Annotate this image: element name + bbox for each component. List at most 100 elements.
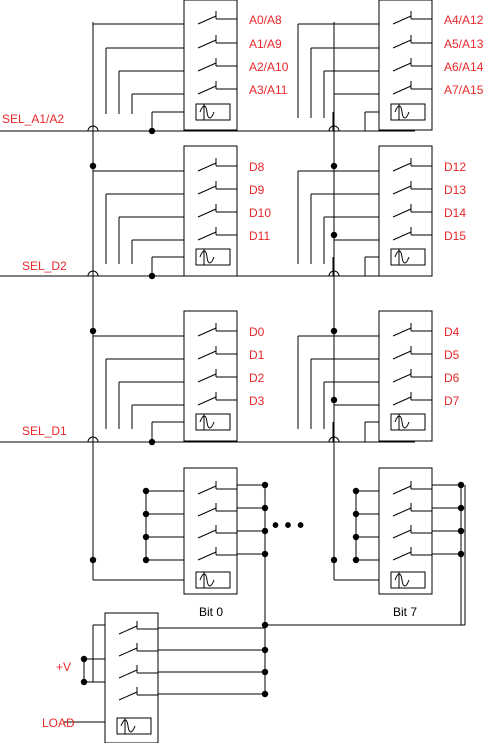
output-label: D9 <box>249 183 265 197</box>
wire-crossover <box>87 436 99 443</box>
output-label: A3/A11 <box>249 83 288 97</box>
switch-blade <box>392 162 412 172</box>
switch-blade <box>197 327 217 337</box>
junction-dot <box>142 510 150 518</box>
junction-dot <box>457 504 465 512</box>
output-label: D1 <box>249 348 265 362</box>
junction-dot <box>148 438 156 446</box>
row1-right-outputs: D12 D13 D14 D15 <box>444 160 466 243</box>
junction-dot <box>330 327 338 335</box>
switch-blade <box>392 551 412 561</box>
switch-blade <box>392 350 412 360</box>
wire-crossover <box>328 270 340 277</box>
switch-blade <box>197 185 217 195</box>
output-label: D14 <box>444 206 466 220</box>
coil-symbol <box>394 573 410 587</box>
junction-dot <box>80 678 88 686</box>
switch-blade <box>197 15 217 25</box>
junction-dot <box>261 550 269 558</box>
coil-symbol <box>199 250 215 264</box>
junction-dot <box>261 481 269 489</box>
switch-blade <box>197 529 217 539</box>
switch-blade <box>392 85 412 95</box>
junction-dot <box>352 533 360 541</box>
switch-blade <box>118 691 138 701</box>
wire-crossover <box>328 125 340 132</box>
bit-0-label: Bit 0 <box>199 605 223 619</box>
output-label: D11 <box>249 229 270 243</box>
output-label: D12 <box>444 160 466 174</box>
relay-coil <box>195 571 231 589</box>
switch-blade <box>197 507 217 517</box>
switch-blade <box>197 350 217 360</box>
junction-dot <box>261 504 269 512</box>
sel-a1-a2-label: SEL_A1/A2 <box>2 112 64 126</box>
sel-d2-label: SEL_D2 <box>22 259 67 273</box>
row0-right-outputs: A4/A12 A5/A13 A6/A14 A7/A15 <box>444 13 484 97</box>
row1-left-outputs: D8 D9 D10 D11 <box>249 160 271 243</box>
output-label: A1/A9 <box>249 37 282 51</box>
relay-coil <box>195 413 231 431</box>
junction-dots <box>80 127 465 698</box>
relay-coil <box>390 571 426 589</box>
switch-blade <box>197 551 217 561</box>
coil-symbol <box>199 415 215 429</box>
junction-dot <box>142 533 150 541</box>
output-label: D2 <box>249 371 265 385</box>
junction-dot <box>80 655 88 663</box>
relay-coil <box>195 103 231 121</box>
coil-symbol <box>394 250 410 264</box>
junction-dot <box>261 668 269 676</box>
output-label: D13 <box>444 183 466 197</box>
sel-d1-label: SEL_D1 <box>22 424 67 438</box>
coil-symbol <box>394 105 410 119</box>
output-label: D6 <box>444 371 460 385</box>
junction-dot <box>261 690 269 698</box>
wire-crossover <box>87 270 99 277</box>
switch-blade <box>197 85 217 95</box>
switch-blade <box>118 625 138 635</box>
relay-coil <box>116 717 152 735</box>
output-label: D7 <box>444 394 460 408</box>
junction-dot <box>89 162 97 170</box>
junction-dot <box>148 272 156 280</box>
coil-symbol <box>120 719 136 733</box>
junction-dot <box>457 550 465 558</box>
switch-blade <box>392 485 412 495</box>
relay-modules <box>104 0 433 743</box>
switch-blade <box>118 669 138 679</box>
row2-right-outputs: D4 D5 D6 D7 <box>444 325 460 408</box>
junction-dot <box>142 556 150 564</box>
junction-dot <box>261 621 269 629</box>
relay-coil <box>390 413 426 431</box>
output-label: D5 <box>444 348 460 362</box>
output-label: D15 <box>444 229 466 243</box>
switch-blade <box>197 39 217 49</box>
switch-blade <box>197 62 217 72</box>
switch-blade <box>118 647 138 657</box>
switch-blade <box>197 162 217 172</box>
junction-dot <box>457 481 465 489</box>
junction-dot <box>330 396 338 404</box>
wire-crossover <box>87 125 99 132</box>
switch-blade <box>392 185 412 195</box>
junction-dot <box>330 231 338 239</box>
output-label: A0/A8 <box>249 13 282 27</box>
switch-blade <box>392 231 412 241</box>
switch-blade <box>197 485 217 495</box>
bit-7-label: Bit 7 <box>393 605 417 619</box>
junction-dot <box>142 487 150 495</box>
switch-blade <box>197 373 217 383</box>
switch-blade <box>197 231 217 241</box>
switch-blade <box>392 39 412 49</box>
relay-coil <box>390 248 426 266</box>
output-label: A6/A14 <box>444 60 484 74</box>
junction-dot <box>89 327 97 335</box>
junction-dot <box>352 556 360 564</box>
junction-dot <box>148 127 156 135</box>
output-label: D0 <box>249 325 265 339</box>
junction-dot <box>352 487 360 495</box>
junction-dot <box>352 510 360 518</box>
coil-symbol <box>394 415 410 429</box>
junction-dot <box>330 556 338 564</box>
